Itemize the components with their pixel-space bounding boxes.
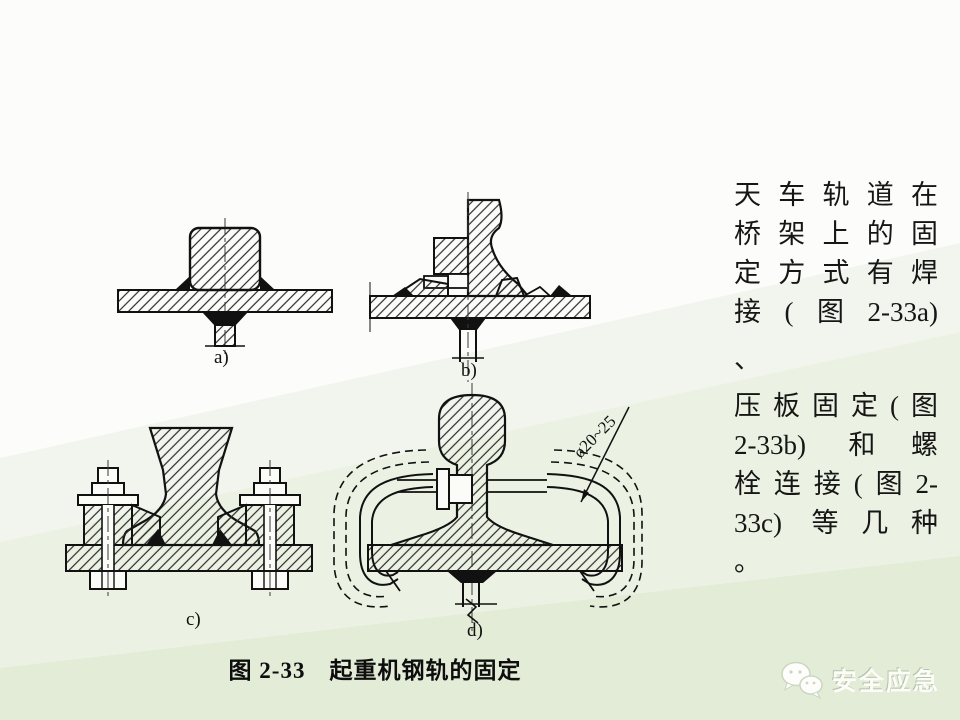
figure-caption: 图 2-33 起重机钢轨的固定	[228, 658, 522, 683]
diagram-a-welded-rail	[117, 218, 333, 354]
watermark: 安全应急	[779, 659, 940, 701]
subfigure-label-c: c)	[186, 609, 201, 630]
diagram-d-hook-bolt-rail	[333, 383, 643, 633]
watermark-text: 安全应急	[832, 668, 941, 696]
diagram-c-bolted-rail	[65, 426, 313, 598]
text-line: 桥架上的固	[734, 219, 938, 249]
text-line: 、	[734, 344, 761, 374]
text-line: 2-33b) 和螺	[734, 430, 938, 460]
text-line: 定方式有焊	[734, 258, 938, 288]
text-line: 栓连接(图2-	[734, 469, 938, 499]
side-paragraph: 天车轨道在 桥架上的固 定方式有焊 接(图2-33a) 、 压板固定(图 2-3…	[734, 176, 938, 582]
diagram-b-clamp-plate-rail	[369, 192, 591, 382]
text-line: 33c) 等几种	[734, 508, 938, 538]
text-line: 压板固定(图	[734, 391, 938, 421]
subfigure-label-b: b)	[461, 360, 477, 381]
text-line: 天车轨道在	[734, 180, 938, 210]
text-line: 。	[734, 547, 761, 577]
subfigure-label-d: d)	[467, 620, 483, 641]
subfigure-label-a: a)	[214, 347, 229, 368]
wechat-chat-bubbles-icon	[781, 661, 823, 700]
text-line: 接(图2-33a)	[734, 297, 938, 327]
